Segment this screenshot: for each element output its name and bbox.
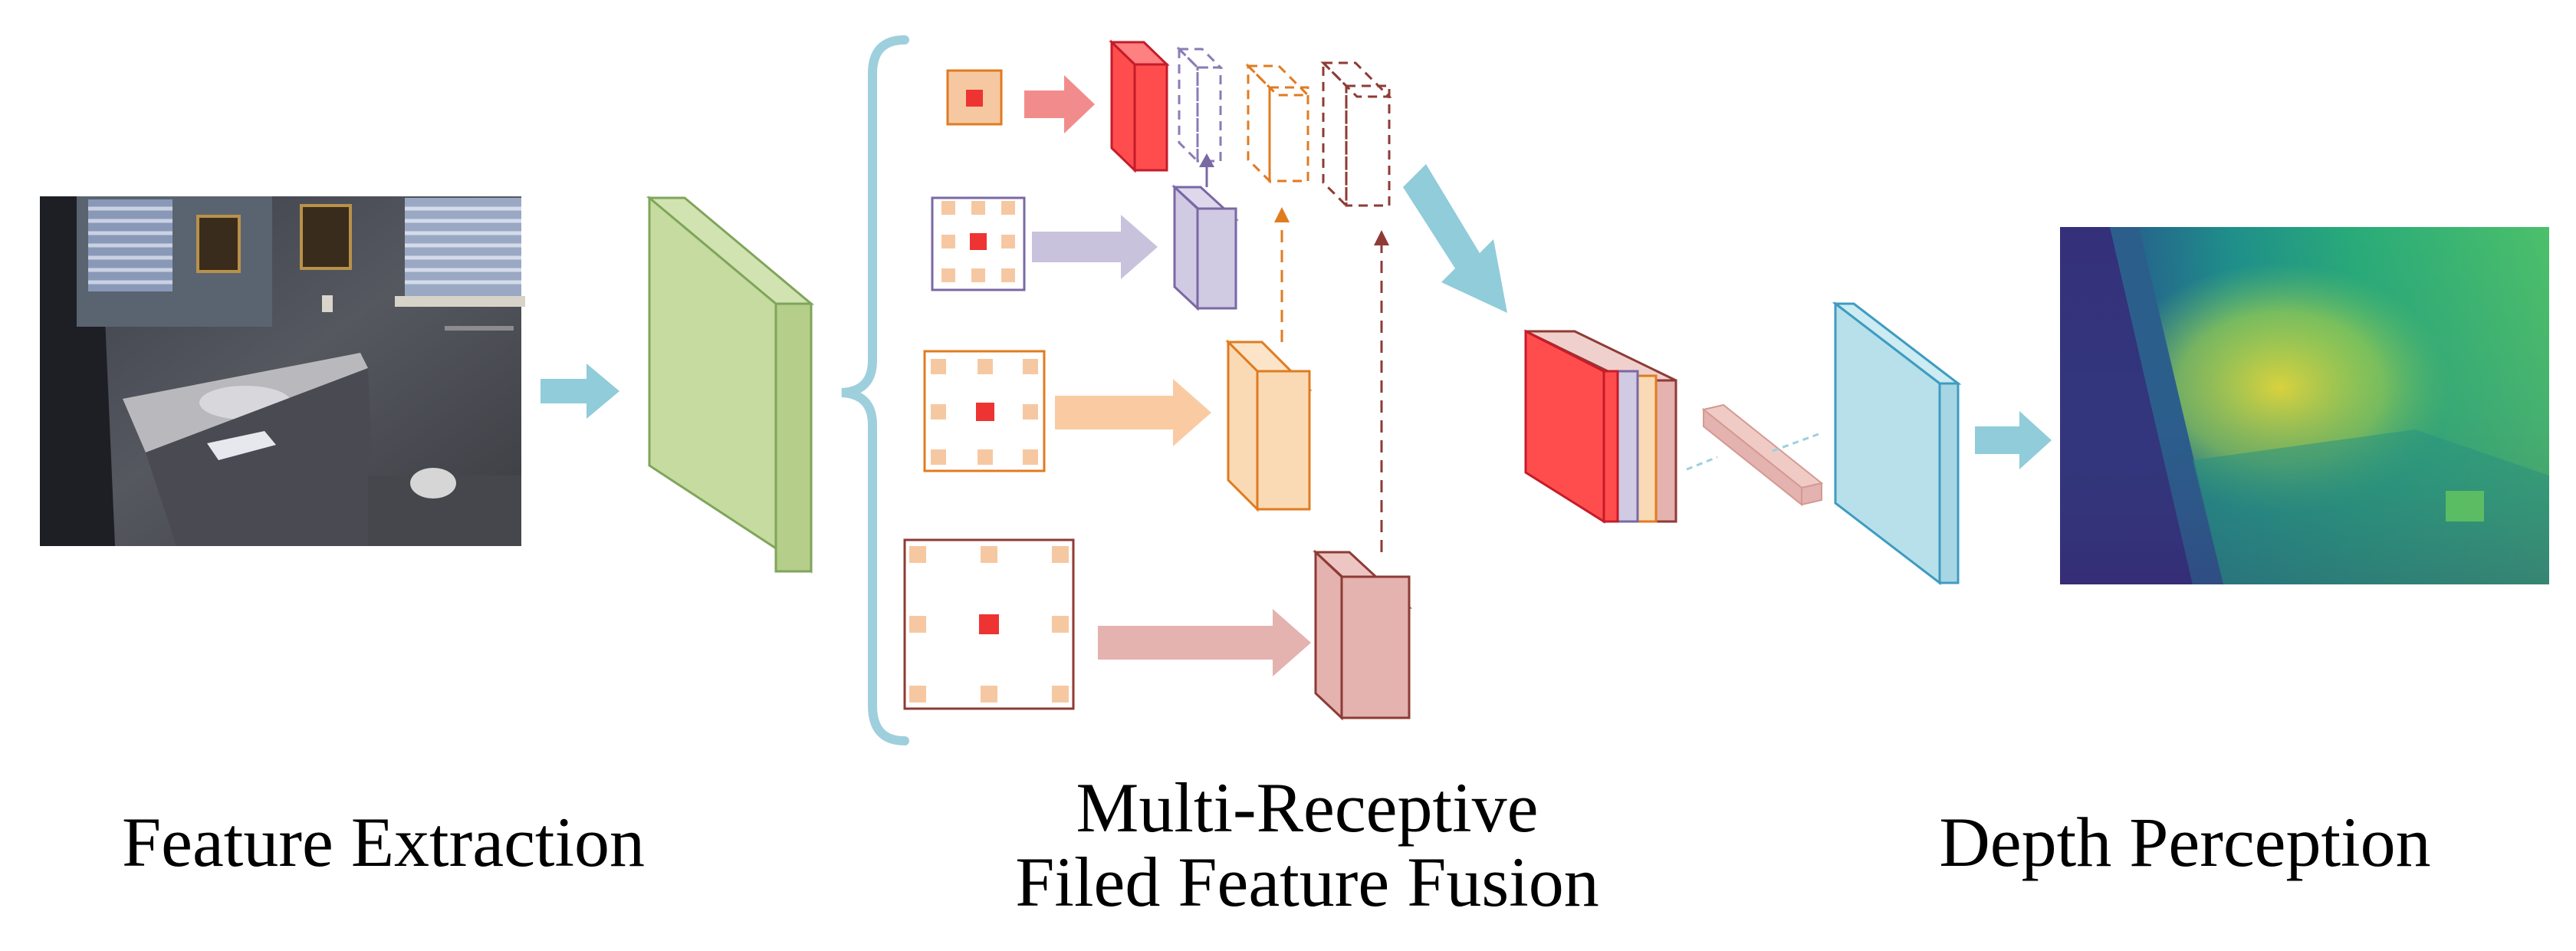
label-feature-extraction: Feature Extraction xyxy=(121,803,646,881)
arrow-kernel-2 xyxy=(1032,215,1158,279)
arrow-input-to-encoder xyxy=(540,364,619,419)
feature-block-2 xyxy=(1171,184,1239,311)
arrow-kernel-3 xyxy=(1055,379,1211,446)
kernel-grid-3 xyxy=(923,350,1046,472)
branch-3 xyxy=(923,207,1313,512)
kernel-grid-2 xyxy=(931,196,1026,291)
fused-dashed-block-brown xyxy=(1320,60,1392,209)
concat-feature-stack xyxy=(1524,329,1677,524)
encoder-feature-block xyxy=(646,196,815,574)
fused-dashed-block-purple xyxy=(1176,46,1224,164)
branch-2 xyxy=(931,153,1239,311)
small-projection-bar xyxy=(1701,403,1824,507)
arrow-fusion-to-concat xyxy=(1403,164,1507,313)
decoder-block xyxy=(1832,301,1962,586)
label-depth-perception: Depth Perception xyxy=(1939,803,2431,881)
arrow-decoder-to-output xyxy=(1975,411,2052,469)
arrow-kernel-4 xyxy=(1098,609,1311,676)
feature-block-3 xyxy=(1225,339,1313,512)
label-fusion-line-2: Filed Feature Fusion xyxy=(1015,842,1599,921)
branch-1 xyxy=(946,39,1392,209)
branch-brace xyxy=(841,35,909,745)
feature-block-4 xyxy=(1313,549,1412,721)
input-image xyxy=(40,196,525,546)
arrow-bar-to-decoder xyxy=(1772,433,1819,452)
label-multi-receptive-fusion: Multi-Receptive Filed Feature Fusion xyxy=(874,771,1740,919)
label-fusion-line-1: Multi-Receptive xyxy=(1076,768,1539,847)
arrow-kernel-1 xyxy=(1024,75,1095,133)
arrow-concat-to-bar xyxy=(1686,456,1718,471)
branch-4 xyxy=(903,230,1412,721)
output-depth-map xyxy=(2060,227,2549,584)
fused-dashed-block-orange xyxy=(1245,63,1311,184)
kernel-grid-1 xyxy=(946,69,1003,126)
kernel-grid-4 xyxy=(903,538,1075,710)
feature-block-1 xyxy=(1109,39,1170,173)
